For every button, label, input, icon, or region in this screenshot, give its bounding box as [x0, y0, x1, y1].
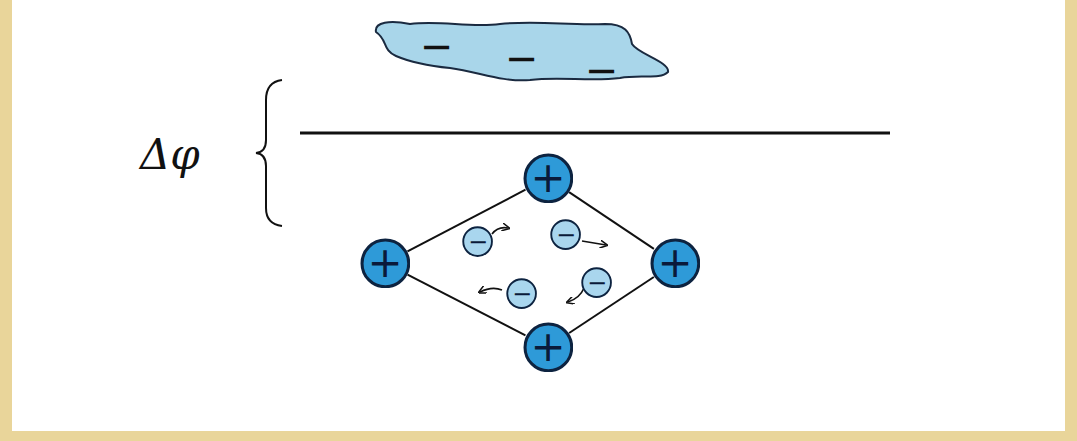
minus-sign: − — [512, 282, 532, 306]
free-electron: − — [550, 219, 581, 250]
positive-ion: + — [360, 238, 411, 289]
minus-sign: − — [468, 230, 488, 254]
positive-ion: + — [650, 238, 701, 289]
free-electron: − — [462, 226, 493, 257]
negative-charge-sign: − — [420, 26, 454, 66]
plus-sign: + — [530, 157, 565, 199]
plus-sign: + — [530, 326, 565, 368]
free-electron: − — [506, 278, 537, 309]
lattice-bond — [569, 192, 654, 249]
plus-sign: + — [367, 242, 402, 284]
minus-sign: − — [556, 223, 576, 247]
negative-charge-sign: − — [505, 38, 539, 78]
curly-brace — [256, 80, 282, 226]
negative-charge-sign: − — [585, 50, 619, 90]
free-electron: − — [581, 267, 612, 298]
positive-ion: + — [523, 322, 574, 373]
plus-sign: + — [657, 242, 692, 284]
minus-sign: − — [587, 271, 607, 295]
potential-difference-label: Δφ — [140, 130, 200, 179]
charge-cloud: −−− — [370, 18, 675, 84]
positive-ion: + — [523, 153, 574, 204]
lattice-bond — [408, 275, 526, 336]
surface-line — [300, 132, 890, 135]
